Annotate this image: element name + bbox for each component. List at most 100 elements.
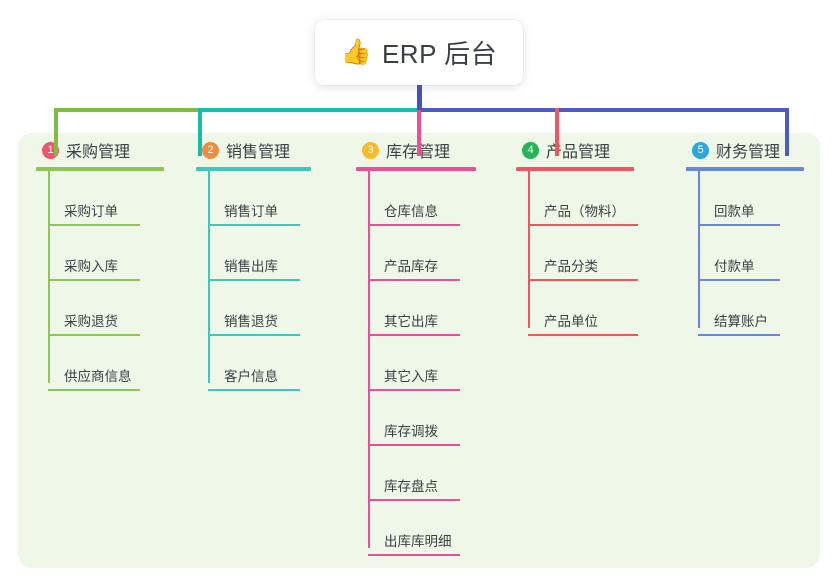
branch-item-label: 客户信息: [224, 369, 278, 384]
branch-item[interactable]: 客户信息: [208, 336, 356, 391]
thumbs-up-emoji: 👍: [340, 38, 372, 66]
branch-item-label: 库存盘点: [384, 479, 438, 494]
branch-item-underline: [698, 334, 780, 336]
branch-item-underline: [528, 279, 638, 281]
branch-item[interactable]: 销售退货: [208, 281, 356, 336]
branch-header-4[interactable]: 4 产品管理: [516, 133, 676, 167]
branch-item-list: 仓库信息产品库存其它出库其它入库库存调拨库存盘点出库库明细: [368, 171, 516, 556]
branch-item[interactable]: 付款单: [698, 226, 836, 281]
branch-underline: [516, 167, 634, 171]
branch-item-underline: [528, 334, 638, 336]
branch-item-label: 产品分类: [544, 259, 598, 274]
branch-title: 销售管理: [226, 144, 291, 161]
branch-item[interactable]: 采购入库: [48, 226, 196, 281]
branch-item-label: 产品（物料）: [544, 204, 625, 219]
branch-4: 4 产品管理产品（物料） 产品分类产品单位: [516, 133, 676, 336]
root-node[interactable]: 👍 ERP 后台: [315, 20, 523, 85]
branch-item-label: 采购订单: [64, 204, 118, 219]
branch-item-underline: [368, 554, 460, 556]
branch-item-underline: [368, 499, 460, 501]
branch-item[interactable]: 供应商信息: [48, 336, 196, 391]
connector-stub-4: [555, 108, 559, 156]
branch-item-underline: [48, 334, 140, 336]
branch-item[interactable]: 出库库明细: [368, 501, 516, 556]
branch-item-underline: [698, 224, 780, 226]
branch-item-underline: [368, 389, 460, 391]
branch-item-underline: [698, 279, 780, 281]
branch-item-label: 产品单位: [544, 314, 598, 329]
branch-title: 产品管理: [546, 144, 611, 161]
branch-item[interactable]: 销售出库: [208, 226, 356, 281]
branch-number-badge: 3: [362, 141, 379, 159]
branch-item[interactable]: 其它入库: [368, 336, 516, 391]
branch-item-underline: [48, 389, 140, 391]
connector-bar-left: [54, 108, 198, 112]
branch-item[interactable]: 产品分类: [528, 226, 676, 281]
branch-underline: [356, 167, 476, 171]
branch-item[interactable]: 采购退货: [48, 281, 196, 336]
branch-spine: [48, 171, 50, 383]
branch-item-label: 供应商信息: [64, 369, 132, 384]
branch-item-underline: [368, 444, 460, 446]
branch-item-label: 销售出库: [224, 259, 278, 274]
branch-item-label: 销售退货: [224, 314, 278, 329]
branch-item[interactable]: 销售订单: [208, 171, 356, 226]
branch-item[interactable]: 其它出库: [368, 281, 516, 336]
branch-spine: [698, 171, 700, 328]
root-node-title: ERP 后台: [381, 39, 498, 69]
branch-item[interactable]: 库存盘点: [368, 446, 516, 501]
branch-item-underline: [48, 224, 140, 226]
branch-item[interactable]: 产品（物料）: [528, 171, 676, 226]
content-panel: [18, 133, 820, 568]
branch-item-list: 采购订单采购入库采购退货供应商信息: [48, 171, 196, 391]
branch-item-label: 结算账户: [714, 314, 768, 329]
branch-item-underline: [368, 279, 460, 281]
branch-item-underline: [208, 224, 300, 226]
branch-header-3[interactable]: 3库存管理: [356, 133, 516, 167]
branch-item-label: 其它出库: [384, 314, 438, 329]
branch-spine: [528, 171, 530, 328]
branch-number-badge: 4: [522, 141, 539, 159]
branch-item-list: 产品（物料） 产品分类产品单位: [528, 171, 676, 336]
branch-item[interactable]: 产品单位: [528, 281, 676, 336]
connector-stub-2: [198, 108, 202, 156]
branch-item-underline: [528, 224, 638, 226]
connector-bar-middle: [198, 108, 420, 112]
branch-underline: [36, 167, 164, 171]
branch-item[interactable]: 仓库信息: [368, 171, 516, 226]
branch-item-label: 库存调拨: [384, 424, 438, 439]
branch-item[interactable]: 产品库存: [368, 226, 516, 281]
branch-spine: [208, 171, 210, 383]
root-stem-connector: [417, 85, 422, 110]
branch-item-label: 采购入库: [64, 259, 118, 274]
branch-item[interactable]: 结算账户: [698, 281, 836, 336]
connector-bar-right: [420, 108, 789, 112]
branch-item-underline: [368, 224, 460, 226]
connector-stub-1: [54, 108, 58, 156]
branch-item-list: 销售订单销售出库销售退货客户信息: [208, 171, 356, 391]
branch-item-label: 出库库明细: [384, 534, 452, 549]
branch-spine: [368, 171, 370, 548]
branch-item-label: 仓库信息: [384, 204, 438, 219]
branch-item-label: 产品库存: [384, 259, 438, 274]
branch-underline: [686, 167, 804, 171]
branch-item-list: 回款单付款单结算账户: [698, 171, 836, 336]
branch-item-label: 采购退货: [64, 314, 118, 329]
branch-underline: [196, 167, 311, 171]
branch-item[interactable]: 采购订单: [48, 171, 196, 226]
branch-item-underline: [208, 279, 300, 281]
branch-item[interactable]: 库存调拨: [368, 391, 516, 446]
branch-title: 采购管理: [66, 144, 131, 161]
branch-item-label: 其它入库: [384, 369, 438, 384]
branch-item-underline: [208, 389, 300, 391]
branch-item[interactable]: 回款单: [698, 171, 836, 226]
branch-title: 财务管理: [716, 144, 781, 161]
